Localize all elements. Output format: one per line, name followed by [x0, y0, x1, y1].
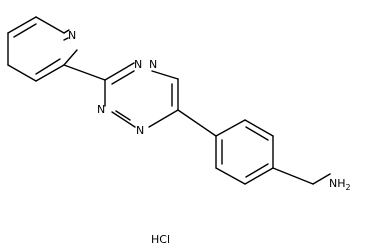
- bond-pyridine-1: [7, 16, 37, 34]
- bond-benzene-1: [215, 119, 246, 137]
- bond-benzene-4-inner: [245, 163, 269, 178]
- bond-pyridine-3-inner: [63, 37, 69, 41]
- bond-tetrazine-benzene: [177, 109, 217, 137]
- bond-tetrazine-1: [104, 62, 135, 81]
- bond-tetrazine-4: [148, 109, 179, 128]
- bond-pyridine-4: [63, 49, 78, 66]
- bond-tetrazine-5-inner: [115, 110, 131, 121]
- bond-tetrazine-2: [151, 70, 179, 80]
- tetrazine-nitrogen-label-3: N: [97, 103, 105, 116]
- bond-pyridine-2: [35, 16, 65, 34]
- atom-labels: N N N N N NH2 HCl: [68, 29, 351, 246]
- bond-pyridine-4b: [35, 64, 65, 82]
- tetrazine-nitrogen-label-2: N: [149, 58, 157, 71]
- amine-label: NH2: [329, 177, 351, 192]
- bond-benzene-ch2: [272, 167, 314, 185]
- bond-tetrazine-5: [111, 111, 136, 128]
- bond-benzene-4: [244, 167, 274, 185]
- bond-benzene-5: [215, 167, 246, 185]
- bonds: [7, 16, 331, 185]
- bond-pyridine-1-inner: [13, 23, 37, 38]
- tetrazine-nitrogen-label-4: N: [136, 124, 144, 137]
- tetrazine-nitrogen-label-1: N: [134, 58, 142, 71]
- bond-benzene-2: [244, 119, 274, 137]
- salt-label: HCl: [151, 233, 170, 246]
- bond-pyridine-4-inner: [35, 58, 61, 75]
- bond-pyridine-tetrazine: [63, 64, 106, 81]
- pyridine-nitrogen-label: N: [68, 29, 76, 42]
- bond-pyridine-5: [7, 64, 37, 82]
- bond-pyridine-3: [63, 29, 70, 34]
- bond-ch2-n: [312, 173, 331, 185]
- amine-label-main: NH: [329, 177, 346, 190]
- bond-benzene-2-inner: [245, 126, 269, 141]
- bond-tetrazine-1-inner: [111, 70, 135, 85]
- amine-label-subscript: 2: [346, 183, 351, 192]
